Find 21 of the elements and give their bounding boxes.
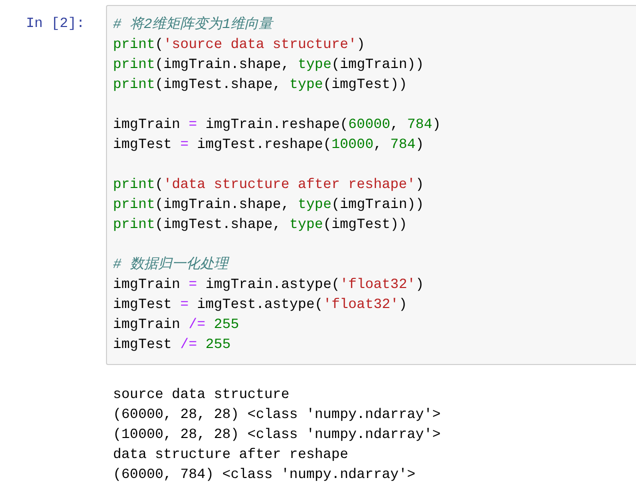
code-line: print(imgTest.shape, type(imgTest)) bbox=[113, 76, 408, 95]
code-line: imgTest = imgTest.reshape(10000, 784) bbox=[113, 136, 425, 155]
cell-prompt: In [2]: bbox=[26, 15, 85, 34]
code-line: print(imgTrain.shape, type(imgTrain)) bbox=[113, 56, 425, 75]
code-comment: # 将2维矩阵变为1维向量 bbox=[113, 15, 275, 35]
code-line: print(imgTest.shape, type(imgTest)) bbox=[113, 216, 408, 235]
code-line: imgTrain /= 255 bbox=[113, 316, 240, 335]
code-line: imgTest = imgTest.astype('float32') bbox=[113, 296, 408, 315]
output-line: source data structure bbox=[113, 386, 290, 405]
code-line: imgTrain = imgTrain.reshape(60000, 784) bbox=[113, 116, 442, 135]
code-comment: # 数据归一化处理 bbox=[113, 256, 230, 275]
output-line: data structure after reshape bbox=[113, 446, 350, 465]
code-cell bbox=[106, 5, 636, 365]
output-line: (60000, 28, 28) <class 'numpy.ndarray'> bbox=[113, 406, 441, 425]
code-line: imgTest /= 255 bbox=[113, 336, 232, 355]
code-line: print(imgTrain.shape, type(imgTrain)) bbox=[113, 196, 425, 215]
code-line: print('data structure after reshape') bbox=[113, 176, 425, 195]
output-line: (60000, 784) <class 'numpy.ndarray'> bbox=[113, 466, 416, 485]
code-line: print('source data structure') bbox=[113, 36, 366, 55]
output-line: (10000, 28, 28) <class 'numpy.ndarray'> bbox=[113, 426, 441, 445]
code-line: imgTrain = imgTrain.astype('float32') bbox=[113, 276, 425, 295]
